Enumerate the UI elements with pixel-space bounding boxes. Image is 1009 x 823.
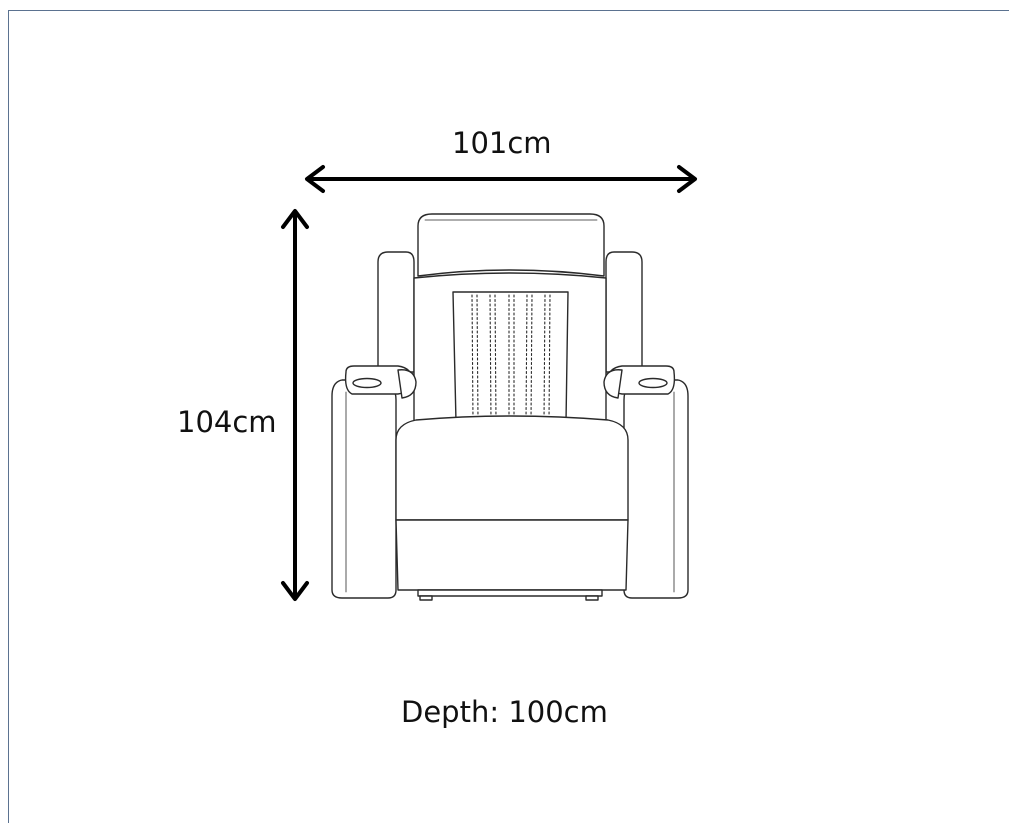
- height-dimension-label: 104cm: [177, 405, 277, 439]
- width-dimension-label: 101cm: [452, 126, 552, 160]
- depth-dimension-label: Depth: 100cm: [401, 695, 608, 729]
- recliner-chair-icon: [331, 213, 689, 601]
- width-arrow-icon: [305, 165, 697, 193]
- height-arrow-icon: [281, 209, 309, 601]
